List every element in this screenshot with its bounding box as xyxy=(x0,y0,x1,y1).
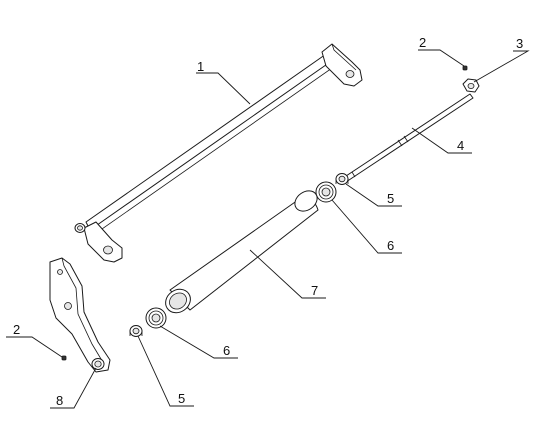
callout-3: 3 xyxy=(516,36,523,51)
bushing-part-5-lower xyxy=(129,325,143,337)
tube-part-7 xyxy=(165,190,319,314)
leader-4 xyxy=(411,127,472,154)
pin-part-2-upper xyxy=(462,65,468,71)
bearing-part-6-upper xyxy=(315,181,337,203)
shaft-part-4 xyxy=(342,93,474,183)
bushing-part-5-upper xyxy=(335,173,349,185)
callout-8: 8 xyxy=(56,393,63,408)
callout-6-upper: 6 xyxy=(387,238,394,253)
mounting-plate-part-8 xyxy=(49,257,111,373)
leader-8 xyxy=(50,367,97,409)
leader-lines xyxy=(6,49,530,409)
leader-5-upper xyxy=(345,183,402,207)
callout-2-upper: 2 xyxy=(419,35,426,50)
leader-2-upper xyxy=(418,49,465,67)
leader-7 xyxy=(249,249,326,299)
callout-7: 7 xyxy=(311,283,318,298)
callout-labels: 1 2 3 4 5 6 7 2 6 8 5 xyxy=(13,35,523,408)
bearing-part-6-lower xyxy=(145,307,167,329)
callout-5-lower: 5 xyxy=(178,391,185,406)
leader-6-lower xyxy=(159,325,238,359)
leader-3 xyxy=(473,50,530,83)
callout-6-lower: 6 xyxy=(223,343,230,358)
nut-part-3 xyxy=(462,78,480,93)
callout-2-lower: 2 xyxy=(13,322,20,337)
leader-6-upper xyxy=(331,199,402,254)
callout-1: 1 xyxy=(197,59,204,74)
pin-part-2-lower xyxy=(61,355,67,361)
callout-5-upper: 5 xyxy=(387,191,394,206)
leader-5-lower xyxy=(137,335,194,407)
leader-1 xyxy=(196,72,251,105)
callout-4: 4 xyxy=(457,138,464,153)
leader-2-lower xyxy=(6,336,63,358)
link-bar-part-1 xyxy=(74,43,363,263)
